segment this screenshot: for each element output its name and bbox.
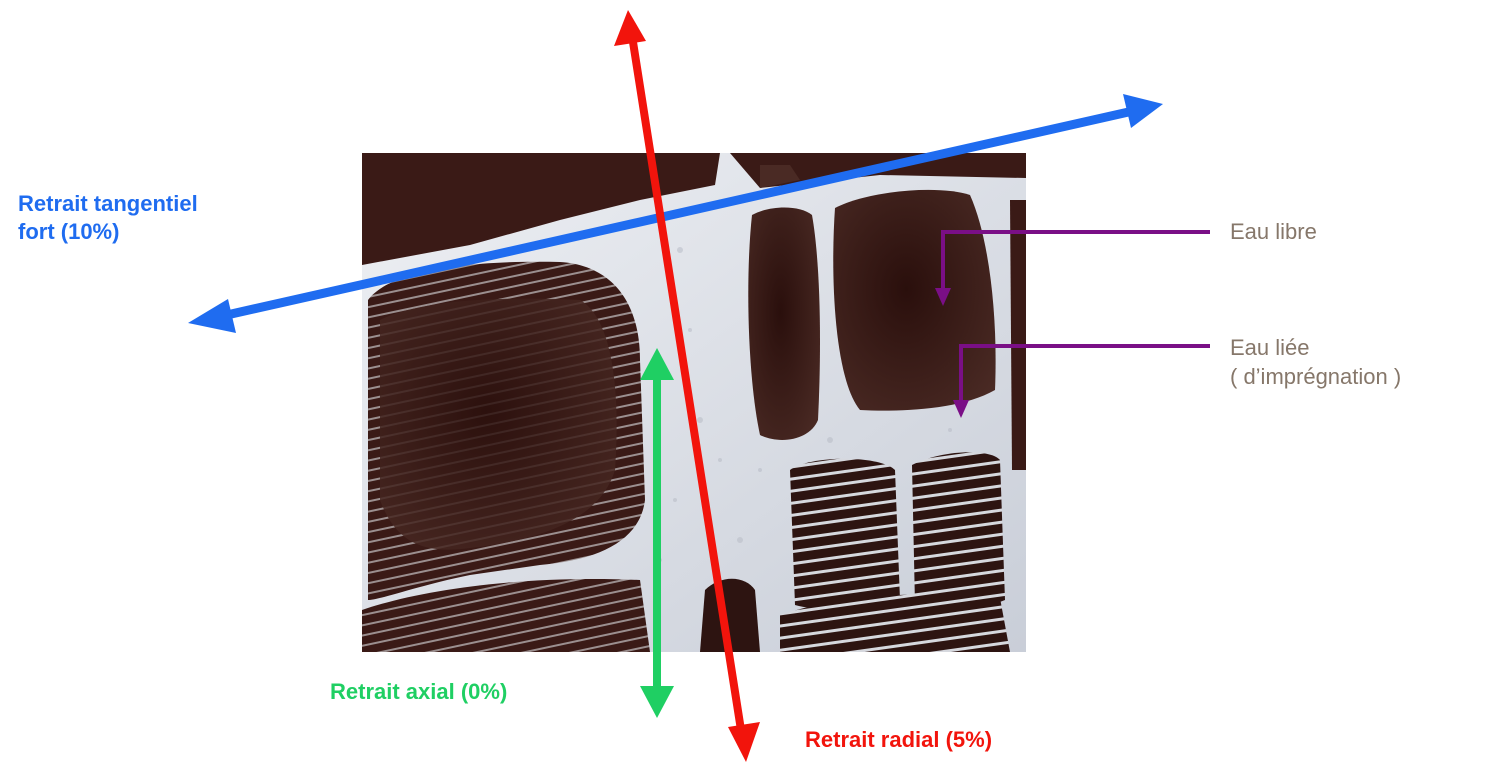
wood-cell-micrograph [362,153,1026,652]
free-water-label: Eau libre [1230,219,1317,245]
radial-shrinkage-label: Retrait radial (5%) [805,727,992,753]
axial-shrinkage-label: Retrait axial (0%) [330,679,507,705]
bound-water-label: Eau liée ( d’imprégnation ) [1230,334,1401,391]
bound-water-label-line1: Eau liée [1230,334,1401,363]
tangential-shrinkage-label-line2: fort (10%) [18,218,198,246]
bound-water-label-line2: ( d’imprégnation ) [1230,363,1401,392]
tangential-shrinkage-label: Retrait tangentiel fort (10%) [18,190,198,245]
tangential-shrinkage-label-line1: Retrait tangentiel [18,190,198,218]
